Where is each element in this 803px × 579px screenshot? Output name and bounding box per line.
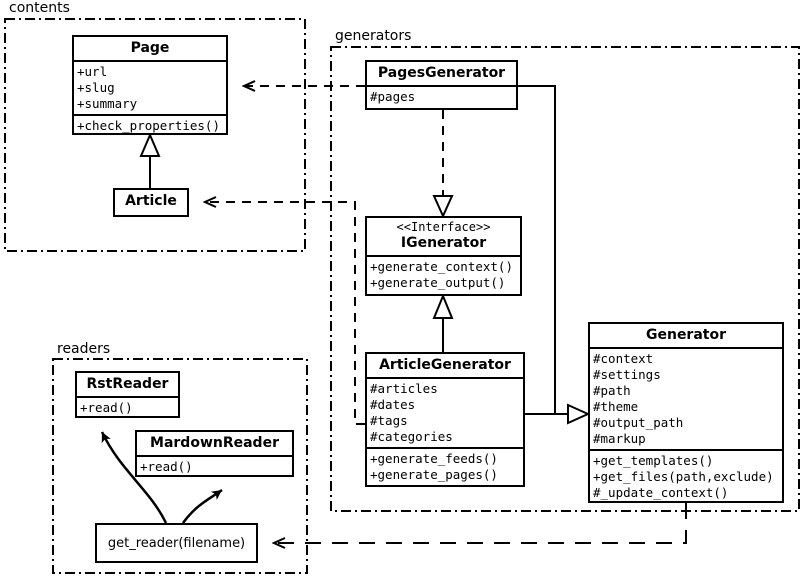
attribute-row: #settings — [593, 367, 661, 382]
method-row: +generate_context() — [370, 259, 513, 274]
class-box-generator[interactable]: Generator #context #settings #path #them… — [588, 322, 784, 503]
connector-article-inherits-page — [139, 132, 161, 188]
class-box-mardown-reader[interactable]: MardownReader +read() — [135, 430, 294, 477]
class-box-rst-reader[interactable]: RstReader +read() — [75, 371, 180, 418]
class-attributes-page: +url +slug +summary — [74, 60, 226, 114]
class-name-article: Article — [125, 193, 177, 209]
attribute-row: +url — [77, 64, 108, 79]
class-name-pages-generator: PagesGenerator — [377, 65, 506, 81]
package-frame-contents — [4, 18, 306, 252]
class-name-generator: Generator — [645, 327, 726, 343]
class-name-igenerator: <<Interface>> IGenerator — [367, 218, 520, 255]
connector-generator-uses-get-reader — [274, 503, 687, 543]
method-row: +read() — [140, 459, 193, 474]
class-methods-article-generator: +generate_feeds() +generate_pages() — [367, 447, 523, 485]
method-row: +read() — [80, 400, 133, 415]
class-box-igenerator[interactable]: <<Interface>> IGenerator +generate_conte… — [365, 216, 522, 296]
attribute-row: #dates — [370, 397, 416, 412]
package-label-contents: contents — [6, 0, 73, 16]
package-frame-generators — [330, 46, 800, 512]
class-stereotype-igenerator: <<Interface>> — [396, 220, 491, 234]
method-row: +generate_pages() — [370, 467, 498, 482]
class-methods-generator: +get_templates() +get_files(path,exclude… — [590, 449, 782, 503]
class-box-article-generator[interactable]: ArticleGenerator #articles #dates #tags … — [365, 352, 525, 487]
class-methods-rst-reader: +read() — [77, 396, 178, 418]
connector-get-reader-creates-mardownreader — [181, 488, 223, 524]
package-frame-readers — [52, 358, 308, 574]
class-name-mardown-reader: MardownReader — [150, 435, 279, 451]
attribute-row: #context — [593, 351, 654, 366]
class-attributes-pages-generator: #pages — [367, 85, 516, 107]
attribute-row: #categories — [370, 429, 453, 444]
connector-generators-inherit-generator — [518, 85, 591, 425]
method-row: +generate_output() — [370, 275, 506, 290]
class-name-page: Page — [130, 40, 170, 56]
class-attributes-generator: #context #settings #path #theme #output_… — [590, 347, 782, 449]
class-methods-page: +check_properties() — [74, 114, 226, 136]
connector-articlegenerator-inherits-igenerator — [432, 293, 454, 352]
package-label-generators: generators — [332, 28, 415, 44]
connector-articlegenerator-uses-article — [205, 202, 365, 425]
method-row: +get_files(path,exclude) — [593, 469, 774, 484]
class-attributes-article-generator: #articles #dates #tags #categories — [367, 377, 523, 447]
class-box-pages-generator[interactable]: PagesGenerator #pages — [365, 60, 518, 110]
attribute-row: #tags — [370, 413, 408, 428]
method-row: #_update_context() — [593, 485, 729, 500]
function-label-get-reader: get_reader(filename) — [107, 535, 246, 551]
attribute-row: +slug — [77, 80, 115, 95]
attribute-row: #articles — [370, 381, 438, 396]
function-box-get-reader[interactable]: get_reader(filename) — [95, 523, 258, 563]
attribute-row: #theme — [593, 399, 639, 414]
class-box-article[interactable]: Article — [113, 188, 189, 217]
method-row: +get_templates() — [593, 453, 714, 468]
package-label-readers: readers — [54, 341, 114, 357]
class-title-igenerator: IGenerator — [400, 235, 487, 251]
class-name-article-generator: ArticleGenerator — [379, 357, 511, 373]
attribute-row: #path — [593, 383, 631, 398]
connector-get-reader-creates-rstreader — [100, 431, 168, 524]
method-row: +check_properties() — [77, 118, 220, 133]
method-row: +generate_feeds() — [370, 451, 498, 466]
attribute-row: #markup — [593, 431, 646, 446]
connector-pagesgenerator-realizes-igenerator — [432, 110, 454, 219]
attribute-row: #output_path — [593, 415, 684, 430]
class-name-rst-reader: RstReader — [86, 376, 169, 392]
attribute-row: +summary — [77, 96, 138, 111]
class-methods-igenerator: +generate_context() +generate_output() — [367, 255, 520, 293]
attribute-row: #pages — [370, 89, 416, 104]
class-box-page[interactable]: Page +url +slug +summary +check_properti… — [72, 35, 228, 135]
class-methods-mardown-reader: +read() — [137, 455, 292, 477]
